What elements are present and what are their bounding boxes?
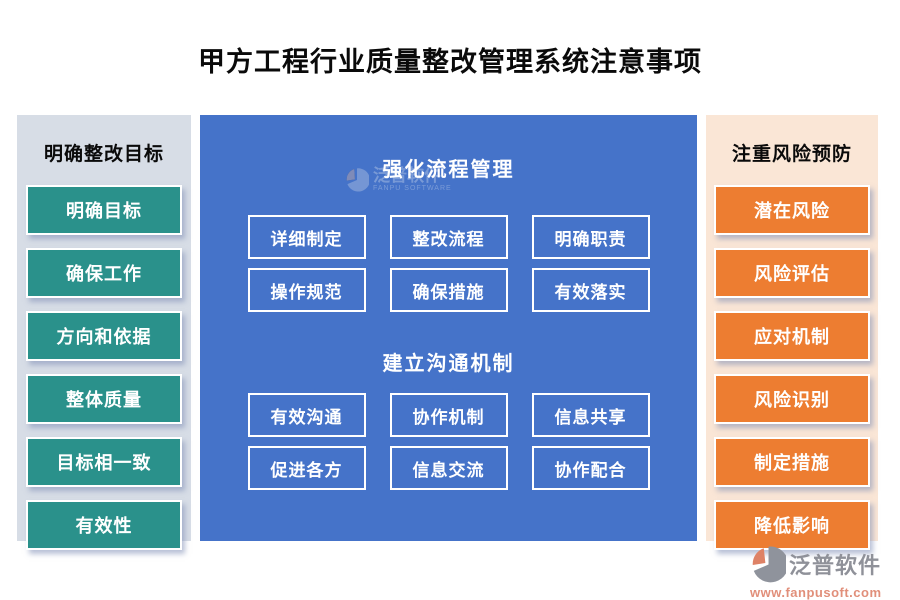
label-box: 目标相一致 xyxy=(26,437,182,487)
right-panel-header: 注重风险预防 xyxy=(731,144,852,165)
brand-url: www.fanpusoft.com xyxy=(750,585,882,600)
label-box: 整改流程 xyxy=(389,215,508,259)
label-box: 有效性 xyxy=(26,500,182,550)
section-header-communication: 建立沟通机制 xyxy=(382,353,515,375)
page-title: 甲方工程行业质量整改管理系统注意事项 xyxy=(198,47,702,77)
label-box: 确保措施 xyxy=(389,268,508,312)
panel-risk-prevention: 注重风险预防 潜在风险 风险评估 应对机制 风险识别 制定措施 降低影响 xyxy=(706,115,878,550)
label-box: 风险识别 xyxy=(714,374,870,424)
label-box: 制定措施 xyxy=(714,437,870,487)
label-box: 应对机制 xyxy=(714,311,870,361)
section-communication-items: 有效沟通 协作机制 信息共享 促进各方 信息交流 协作配合 xyxy=(200,393,697,490)
label-box: 有效沟通 xyxy=(247,393,366,437)
label-box: 明确目标 xyxy=(26,185,182,235)
label-box: 方向和依据 xyxy=(26,311,182,361)
left-panel-items: 明确目标 确保工作 方向和依据 整体质量 目标相一致 有效性 xyxy=(17,185,191,550)
section-header-process: 强化流程管理 xyxy=(382,159,515,181)
label-box: 有效落实 xyxy=(531,268,650,312)
label-box: 协作机制 xyxy=(389,393,508,437)
label-box: 促进各方 xyxy=(247,446,366,490)
section-process-items: 详细制定 整改流程 明确职责 操作规范 确保措施 有效落实 xyxy=(200,215,697,312)
label-box: 潜在风险 xyxy=(714,185,870,235)
label-box: 风险评估 xyxy=(714,248,870,298)
brand-footer: 泛普软件 www.fanpusoft.com xyxy=(750,544,900,600)
left-panel-header: 明确整改目标 xyxy=(43,144,164,165)
label-box: 详细制定 xyxy=(247,215,366,259)
panel-process-management: 泛普软件 FANPU SOFTWARE 强化流程管理 详细制定 整改流程 明确职… xyxy=(200,115,697,541)
label-box: 降低影响 xyxy=(714,500,870,550)
label-box: 明确职责 xyxy=(531,215,650,259)
label-box: 协作配合 xyxy=(531,446,650,490)
right-panel-items: 潜在风险 风险评估 应对机制 风险识别 制定措施 降低影响 xyxy=(706,185,878,550)
label-box: 信息交流 xyxy=(389,446,508,490)
label-box: 信息共享 xyxy=(531,393,650,437)
panel-improvement-goals: 明确整改目标 明确目标 确保工作 方向和依据 整体质量 目标相一致 有效性 xyxy=(17,115,191,550)
brand-logo-icon xyxy=(752,546,786,583)
label-box: 操作规范 xyxy=(247,268,366,312)
watermark-subtitle: FANPU SOFTWARE xyxy=(373,185,452,192)
brand-name: 泛普软件 xyxy=(789,553,882,578)
label-box: 确保工作 xyxy=(26,248,182,298)
label-box: 整体质量 xyxy=(26,374,182,424)
